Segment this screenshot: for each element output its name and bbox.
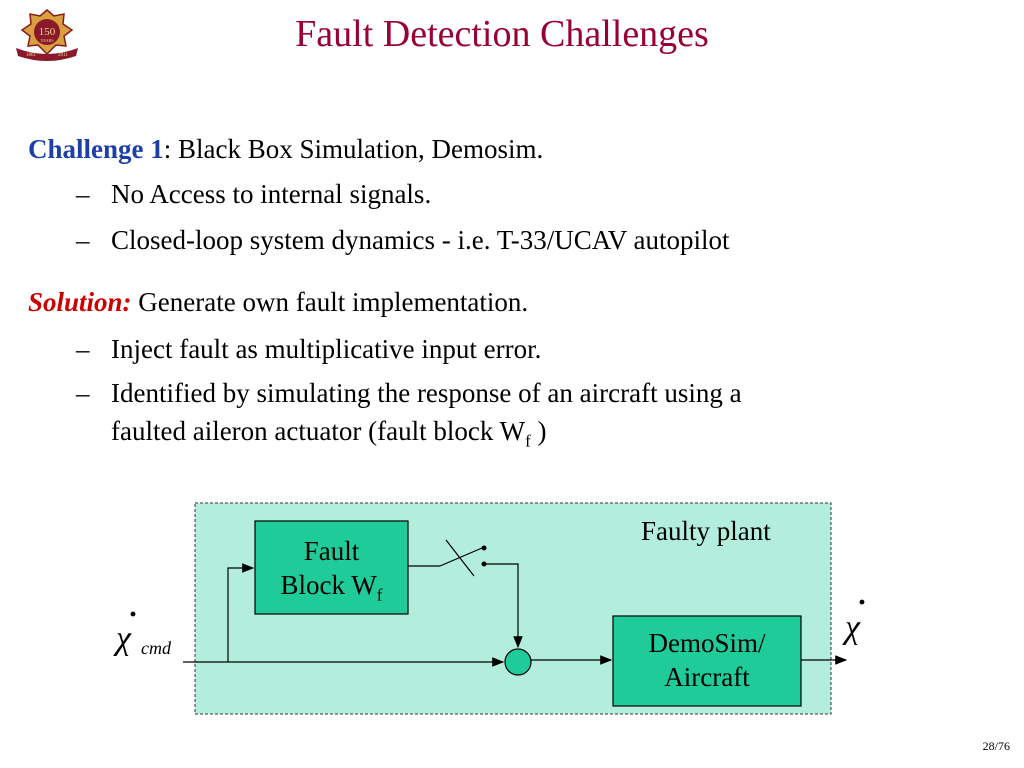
solution-label: Solution: xyxy=(28,287,132,317)
bullet-dash: – xyxy=(76,334,90,364)
switch-to-junction xyxy=(484,563,523,649)
anniversary-logo: 150 YEARS 1861 2011 xyxy=(16,9,78,61)
bullet-text: Inject fault as multiplicative input err… xyxy=(111,334,542,364)
solution-heading: Solution: Generate own fault implementat… xyxy=(28,286,528,318)
page-number: 28/76 xyxy=(982,739,1010,753)
aircraft-block-line2: Aircraft xyxy=(664,662,750,692)
solution-text: Generate own fault implementation. xyxy=(131,287,529,317)
input-subscript: cmd xyxy=(141,638,171,658)
fault-block-line2: Block W xyxy=(280,570,377,600)
output-dot: · xyxy=(857,586,868,619)
fault-block-line1: Fault xyxy=(303,536,360,566)
bullet-text-end: ) xyxy=(530,416,547,446)
fault-block-label: Fault Block Wf xyxy=(255,534,408,612)
output-symbol: χ xyxy=(845,609,860,646)
bullet-text: faulted aileron actuator (fault block W xyxy=(111,416,526,446)
bullet-dash: – xyxy=(76,378,90,408)
switch-open-mark xyxy=(445,539,475,577)
challenge-heading: Challenge 1: Black Box Simulation, Demos… xyxy=(28,133,543,165)
logo-left-year: 1861 xyxy=(26,53,37,58)
bullet-dash: – xyxy=(76,179,90,209)
branch-to-fault-block xyxy=(227,563,255,662)
bullet-text: No Access to internal signals. xyxy=(111,179,432,209)
logo-subtext: YEARS xyxy=(40,38,53,43)
logo-right-year: 2011 xyxy=(58,53,68,58)
aircraft-block xyxy=(612,615,802,707)
challenge-text: : Black Box Simulation, Demosim. xyxy=(163,134,544,164)
bullet-text: Identified by simulating the response of… xyxy=(111,378,742,408)
switch-arm xyxy=(439,547,483,567)
summing-junction xyxy=(504,648,532,676)
aircraft-block-line1: DemoSim/ xyxy=(648,628,766,658)
logo-number: 150 xyxy=(39,26,56,38)
switch-contact-top xyxy=(481,545,487,551)
fault-block-sub: f xyxy=(376,585,383,605)
input-dot: · xyxy=(128,598,139,631)
faulty-plant-label: Faulty plant xyxy=(641,516,771,546)
fault-subscript: f xyxy=(525,431,531,451)
input-symbol: χ xyxy=(116,620,131,657)
bullet-dash: – xyxy=(76,225,90,255)
challenge-label: Challenge 1 xyxy=(28,134,164,164)
fault-block xyxy=(254,520,409,615)
slide-title: Fault Detection Challenges xyxy=(295,13,709,55)
bullet-text: Closed-loop system dynamics - i.e. T-33/… xyxy=(111,225,730,255)
aircraft-block-label: DemoSim/ Aircraft xyxy=(613,626,801,694)
